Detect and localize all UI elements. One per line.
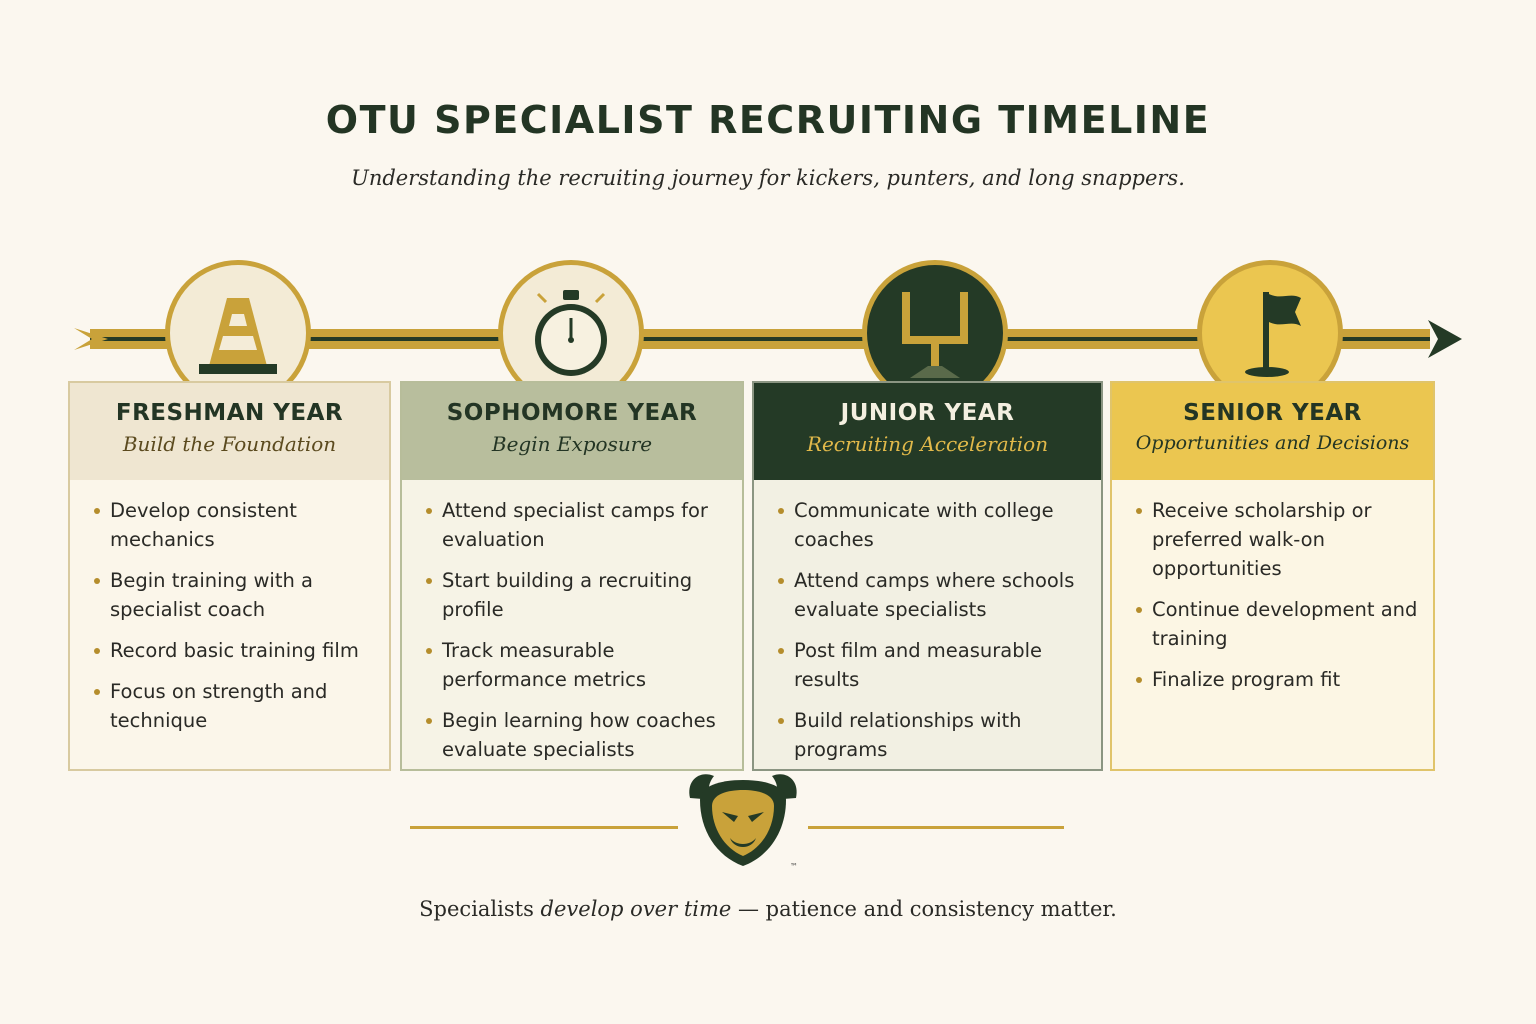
timeline-tail	[74, 328, 108, 350]
page-title: OTU SPECIALIST RECRUITING TIMELINE	[325, 98, 1211, 142]
stage-year: SENIOR YEAR	[1183, 400, 1362, 426]
divider-left	[410, 826, 678, 829]
list-item: Begin learning how coaches evaluate spec…	[426, 706, 728, 764]
list-item: Attend specialist camps for evaluation	[426, 496, 728, 554]
divider-right	[808, 826, 1064, 829]
stage-header: SOPHOMORE YEAR Begin Exposure	[402, 383, 742, 480]
list-item: Focus on strength and technique	[94, 677, 375, 735]
stage-card-junior: JUNIOR YEAR Recruiting Acceleration Comm…	[752, 381, 1103, 771]
stage-item-list: Communicate with college coaches Attend …	[754, 480, 1101, 764]
stage-tagline: Recruiting Acceleration	[806, 432, 1049, 456]
stage-item-list: Attend specialist camps for evaluation S…	[402, 480, 742, 764]
stage-year: JUNIOR YEAR	[840, 400, 1015, 426]
list-item: Develop consistent mechanics	[94, 496, 375, 554]
list-item: Finalize program fit	[1136, 665, 1419, 694]
list-item: Continue development and training	[1136, 595, 1419, 653]
bison-logo-icon	[689, 774, 797, 866]
stage-header: SENIOR YEAR Opportunities and Decisions	[1112, 383, 1433, 480]
list-item: Attend camps where schools evaluate spec…	[778, 566, 1087, 624]
stage-tagline: Begin Exposure	[491, 432, 653, 456]
footer-text-start: Specialists	[419, 897, 541, 921]
list-item: Receive scholarship or preferred walk-on…	[1136, 496, 1419, 583]
stage-tagline: Build the Foundation	[122, 432, 337, 456]
page-subtitle: Understanding the recruiting journey for…	[351, 166, 1185, 190]
stage-card-freshman: FRESHMAN YEAR Build the Foundation Devel…	[68, 381, 391, 771]
stage-card-sophomore: SOPHOMORE YEAR Begin Exposure Attend spe…	[400, 381, 744, 771]
list-item: Record basic training film	[94, 636, 375, 665]
footer-emphasis: develop over time	[540, 897, 732, 921]
list-item: Build relationships with programs	[778, 706, 1087, 764]
stage-item-list: Develop consistent mechanics Begin train…	[70, 480, 389, 735]
list-item: Communicate with college coaches	[778, 496, 1087, 554]
footer-text-end: — patience and consistency matter.	[731, 897, 1117, 921]
stage-card-senior: SENIOR YEAR Opportunities and Decisions …	[1110, 381, 1435, 771]
stage-header: FRESHMAN YEAR Build the Foundation	[70, 383, 389, 480]
timeline-arrowhead	[1428, 320, 1462, 358]
footer-message: Specialists develop over time — patience…	[0, 897, 1536, 921]
list-item: Start building a recruiting profile	[426, 566, 728, 624]
stage-tagline: Opportunities and Decisions	[1135, 432, 1410, 454]
list-item: Track measurable performance metrics	[426, 636, 728, 694]
stage-year: SOPHOMORE YEAR	[446, 400, 698, 426]
stage-year: FRESHMAN YEAR	[115, 400, 344, 426]
list-item: Post film and measurable results	[778, 636, 1087, 694]
timeline-bar	[90, 329, 1430, 349]
timeline-arrow	[74, 320, 1462, 358]
list-item: Begin training with a specialist coach	[94, 566, 375, 624]
trademark-mark: ™	[790, 862, 798, 871]
stage-item-list: Receive scholarship or preferred walk-on…	[1112, 480, 1433, 694]
stage-header: JUNIOR YEAR Recruiting Acceleration	[754, 383, 1101, 480]
